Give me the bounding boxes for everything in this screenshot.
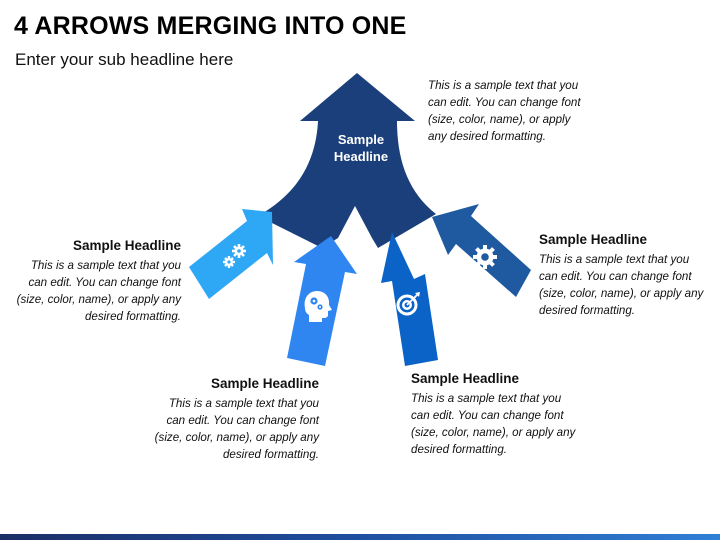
- headline-gears: Sample Headline: [72, 238, 181, 253]
- gears-icon: [223, 244, 246, 268]
- headline-head: Sample Headline: [210, 376, 319, 391]
- center-label: Sample Headline: [333, 132, 389, 164]
- text-block-head: Sample Headline This is a sample text th…: [148, 376, 319, 463]
- headline-target: Sample Headline: [411, 371, 520, 386]
- target-icon: [396, 292, 420, 316]
- text-block-gears: Sample Headline This is a sample text th…: [10, 238, 181, 325]
- text-block-target: Sample Headline This is a sample text th…: [411, 371, 581, 458]
- arrow-gears: [189, 209, 273, 299]
- main-arrow: [258, 73, 436, 248]
- body-head: This is a sample text that you can edit.…: [154, 397, 319, 461]
- body-target: This is a sample text that you can edit.…: [411, 392, 576, 456]
- page-title: 4 ARROWS MERGING INTO ONE: [14, 12, 407, 40]
- bottom-accent-bar: [0, 534, 720, 540]
- top-text-block: This is a sample text that you can edit.…: [428, 77, 588, 145]
- top-body-text: This is a sample text that you can edit.…: [428, 79, 581, 143]
- headline-gear: Sample Headline: [539, 232, 648, 247]
- body-gears: This is a sample text that you can edit.…: [16, 259, 181, 323]
- text-block-gear: Sample Headline This is a sample text th…: [539, 232, 709, 319]
- page-subtitle: Enter your sub headline here: [15, 50, 234, 69]
- head-gears-icon: [304, 291, 332, 322]
- body-gear: This is a sample text that you can edit.…: [539, 253, 704, 317]
- gear-icon: [473, 245, 497, 269]
